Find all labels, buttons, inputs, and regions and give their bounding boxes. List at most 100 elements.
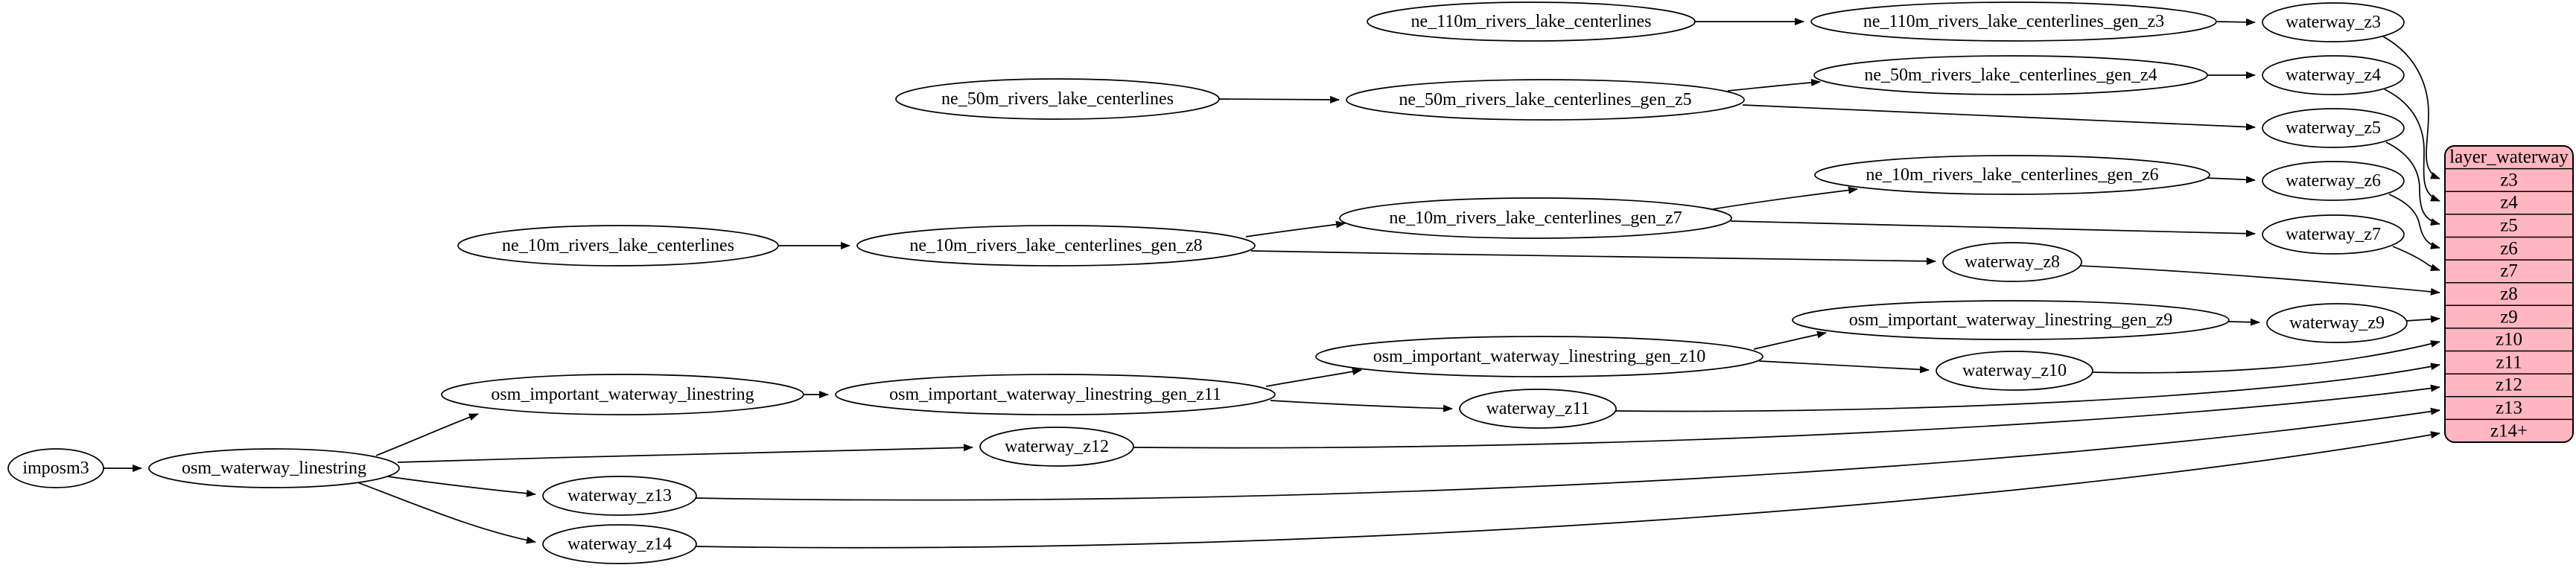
node-osm_important_waterway_linestring_gen_z11: osm_important_waterway_linestring_gen_z1… (835, 374, 1276, 415)
edge-waterway_z13-to-row_z13 (695, 407, 2440, 501)
edges-layer (104, 18, 2440, 549)
table-row-z8: z8 (2500, 284, 2518, 304)
edge-waterway_z9-to-row_z9 (2405, 315, 2440, 323)
node-waterway_z10: waterway_z10 (1936, 351, 2093, 391)
edge-gen_z10-to-gen_z9 (1753, 331, 1827, 350)
node-label: waterway_z5 (2286, 118, 2381, 138)
table-row-z10: z10 (2496, 330, 2522, 350)
node-ellipse (2262, 214, 2405, 255)
node-ellipse (1810, 1, 2217, 42)
node-waterway_z12: waterway_z12 (979, 427, 1134, 467)
edge-waterway_z5-to-row_z5 (2385, 141, 2440, 226)
node-osm_important_waterway_linestring_gen_z10: osm_important_waterway_linestring_gen_z1… (1315, 336, 1764, 377)
table-row-z3: z3 (2500, 170, 2518, 191)
table-row-z13: z13 (2496, 398, 2522, 418)
node-ellipse (895, 78, 1220, 120)
node-ellipse (2266, 303, 2408, 343)
node-label: ne_10m_rivers_lake_centerlines (502, 236, 734, 255)
node-waterway_z13: waterway_z13 (542, 476, 697, 516)
table-row-z4: z4 (2500, 193, 2518, 213)
table-layer_waterway: layer_waterway z3 z4 z5 z6 z7 z8 z9 z10 … (2444, 145, 2574, 443)
node-label: ne_50m_rivers_lake_centerlines (941, 89, 1174, 109)
edge-waterway_z3-to-row_z3 (2382, 36, 2440, 179)
node-ellipse (2262, 55, 2405, 95)
node-ellipse (2262, 161, 2405, 201)
table-row-z5: z5 (2500, 216, 2518, 236)
node-ellipse (457, 225, 779, 267)
edge-osm_waterway_linestring-to-waterway_z14 (357, 482, 536, 544)
node-ellipse (1346, 79, 1745, 121)
node-waterway_z8: waterway_z8 (1942, 242, 2082, 282)
node-label: osm_waterway_linestring (182, 459, 366, 478)
node-osm_waterway_linestring: osm_waterway_linestring (148, 448, 400, 488)
node-label: waterway_z12 (1005, 437, 1109, 456)
node-waterway_z11: waterway_z11 (1459, 389, 1617, 429)
node-label: waterway_z6 (2286, 171, 2381, 191)
node-ellipse (542, 476, 697, 516)
table-row-z6: z6 (2500, 239, 2518, 259)
node-ellipse (835, 374, 1276, 415)
node-imposm3: imposm3 (7, 448, 104, 488)
node-osm_important_waterway_linestring: osm_important_waterway_linestring (441, 374, 804, 415)
node-ellipse (441, 374, 804, 415)
node-waterway_z3: waterway_z3 (2262, 2, 2405, 42)
node-label: ne_50m_rivers_lake_centerlines_gen_z4 (1864, 66, 2157, 85)
node-ellipse (1813, 55, 2208, 95)
edge-waterway_z10-to-row_z10 (2091, 340, 2440, 374)
node-osm_important_waterway_linestring_gen_z9: osm_important_waterway_linestring_gen_z9 (1792, 300, 2230, 340)
edge-gen_z6-to-waterway_z6 (2204, 176, 2256, 184)
edge-waterway_z12-to-row_z12 (1132, 384, 2440, 449)
node-ellipse (1942, 242, 2082, 282)
node-label: waterway_z11 (1486, 399, 1589, 418)
edge-osm_waterway_linestring-to-waterway_z12 (397, 444, 973, 463)
node-label: osm_important_waterway_linestring_gen_z9 (1849, 310, 2173, 330)
table-row-z14plus: z14+ (2490, 421, 2528, 441)
edge-waterway_z14-to-row_z14 (694, 431, 2440, 549)
node-label: osm_important_waterway_linestring_gen_z1… (1373, 347, 1706, 366)
table-outline (2444, 145, 2574, 443)
node-waterway_z6: waterway_z6 (2262, 161, 2405, 201)
node-ellipse (148, 448, 400, 488)
node-waterway_z14: waterway_z14 (542, 524, 697, 564)
node-ne_50m_rivers_lake_centerlines: ne_50m_rivers_lake_centerlines (895, 78, 1220, 120)
node-ellipse (1814, 155, 2210, 195)
node-label: waterway_z7 (2286, 225, 2381, 244)
node-ne_110m_rivers_lake_centerlines: ne_110m_rivers_lake_centerlines (1367, 1, 1696, 42)
table-row-z9: z9 (2500, 307, 2518, 328)
node-ne_10m_rivers_lake_centerlines_gen_z7: ne_10m_rivers_lake_centerlines_gen_z7 (1339, 197, 1732, 239)
node-ne_10m_rivers_lake_centerlines_gen_z6: ne_10m_rivers_lake_centerlines_gen_z6 (1814, 155, 2210, 195)
edge-osm_waterway_linestring-to-waterway_z13 (387, 476, 536, 497)
node-ellipse (1315, 336, 1764, 377)
node-ellipse (979, 427, 1134, 467)
node-ellipse (1936, 351, 2093, 391)
node-label: waterway_z9 (2289, 313, 2385, 333)
node-label: imposm3 (22, 459, 89, 478)
edge-waterway_z6-to-row_z6 (2388, 194, 2440, 249)
node-label: ne_110m_rivers_lake_centerlines (1411, 12, 1652, 31)
node-label: waterway_z13 (567, 486, 672, 505)
node-label: waterway_z10 (1962, 361, 2067, 380)
node-ellipse (2262, 2, 2405, 42)
node-waterway_z5: waterway_z5 (2262, 108, 2405, 148)
edge-ne_50m-to-gen_z5 (1218, 95, 1340, 103)
node-waterway_z7: waterway_z7 (2262, 214, 2405, 255)
edge-gen_z5-to-waterway_z5 (1742, 104, 2256, 131)
node-ellipse (1459, 389, 1617, 429)
edge-gen_z10-to-waterway_z10 (1758, 360, 1930, 374)
node-ellipse (7, 448, 104, 488)
table-row-z7: z7 (2500, 261, 2518, 281)
node-ne_50m_rivers_lake_centerlines_gen_z5: ne_50m_rivers_lake_centerlines_gen_z5 (1346, 79, 1745, 121)
table-row-z12: z12 (2496, 375, 2522, 395)
node-label: ne_110m_rivers_lake_centerlines_gen_z3 (1863, 12, 2164, 31)
node-label: osm_important_waterway_linestring (491, 385, 754, 404)
edge-gen_z5-to-gen_z4 (1727, 78, 1821, 92)
edge-gen_z11-to-gen_z10 (1265, 368, 1362, 387)
node-label: ne_50m_rivers_lake_centerlines_gen_z5 (1399, 90, 1691, 109)
node-ellipse (856, 225, 1256, 267)
node-ellipse (542, 524, 697, 564)
node-label: ne_10m_rivers_lake_centerlines_gen_z8 (909, 236, 1202, 255)
edge-waterway_z4-to-row_z4 (2384, 89, 2440, 202)
nodes-layer: imposm3 osm_waterway_linestring ne_10m_r… (7, 1, 2408, 564)
node-label: waterway_z4 (2286, 66, 2381, 85)
